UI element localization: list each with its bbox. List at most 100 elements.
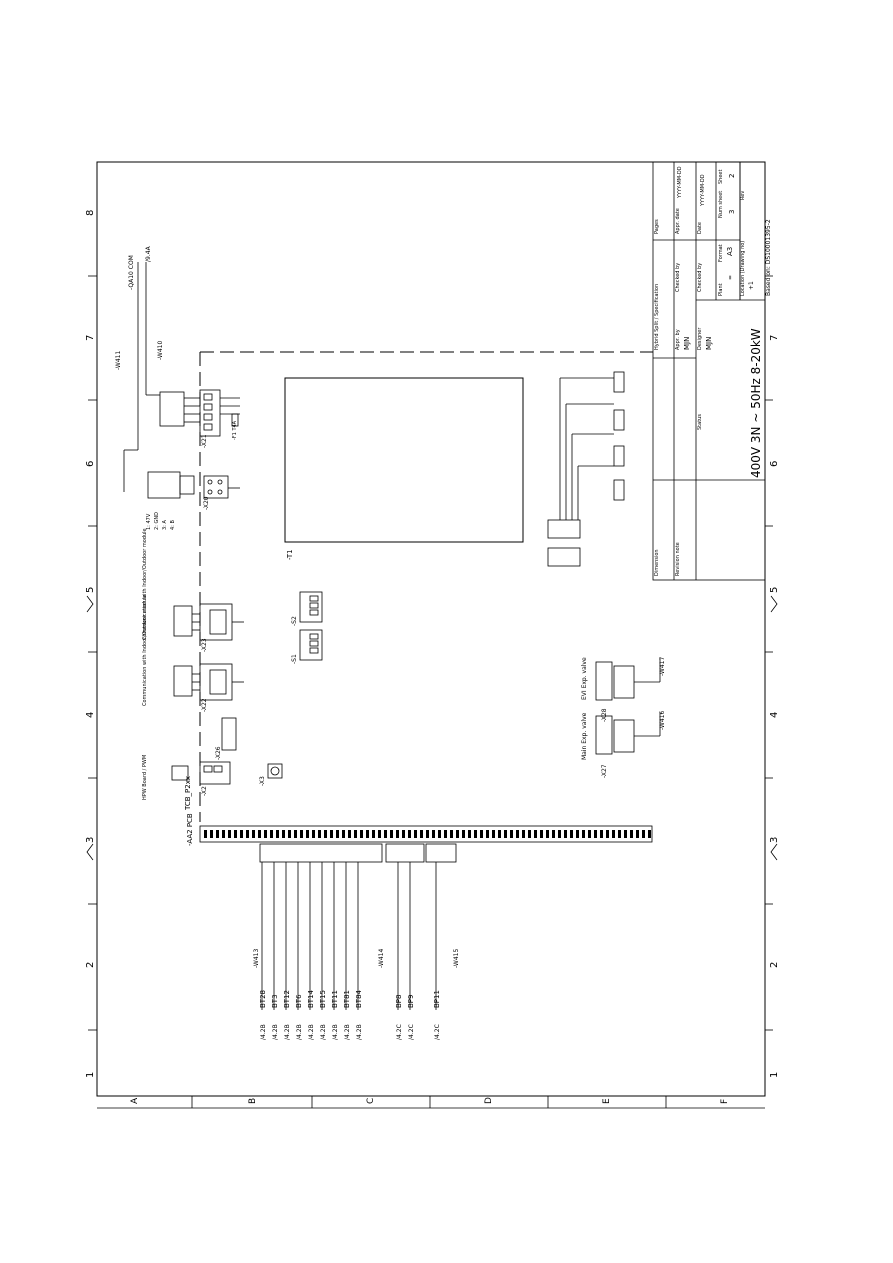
sheet-title: 400V 3N ~ 50Hz 8-20kW bbox=[749, 328, 763, 478]
num-sheets-label: Num sheet bbox=[718, 191, 724, 218]
connector-x23 bbox=[173, 603, 244, 641]
connector-x26 bbox=[221, 717, 237, 751]
supply-1: 1: 47V bbox=[146, 513, 152, 530]
x28-label: -X28 bbox=[601, 708, 608, 722]
col-7-r: 7 bbox=[769, 335, 780, 341]
supply-4: 4: B bbox=[170, 520, 176, 530]
sensor-ref: /4.2B bbox=[344, 1024, 351, 1040]
terminal-pin bbox=[396, 830, 399, 838]
status-label: Status bbox=[697, 414, 703, 430]
terminal-pin bbox=[204, 830, 207, 838]
sensor-ref: /4.2B bbox=[332, 1024, 339, 1040]
connector-x2 bbox=[171, 761, 231, 785]
terminal-pin bbox=[264, 830, 267, 838]
sensor-bt15: BT15 bbox=[319, 990, 327, 1008]
terminal-pin bbox=[516, 830, 519, 838]
terminal-pin bbox=[504, 830, 507, 838]
terminal-pin bbox=[576, 830, 579, 838]
appr-date-label: Appr. date bbox=[675, 208, 681, 234]
terminal-pin bbox=[252, 830, 255, 838]
checked-label: Checked by bbox=[675, 263, 681, 292]
plant-label: Plant bbox=[718, 283, 724, 296]
pcb-boundary bbox=[199, 351, 653, 822]
sensor-ref: /4.2B bbox=[284, 1024, 291, 1040]
x3-label: -X3 bbox=[259, 776, 266, 786]
terminal-pin bbox=[594, 830, 597, 838]
terminal-pin bbox=[312, 830, 315, 838]
num-sheets: 3 bbox=[728, 210, 736, 214]
terminal-pin bbox=[234, 830, 237, 838]
sheet-frame bbox=[96, 161, 766, 1097]
s1-label: -S1 bbox=[291, 654, 298, 664]
connector-x21 bbox=[159, 389, 240, 437]
row-A: A bbox=[130, 1097, 140, 1104]
connector-x22 bbox=[173, 663, 244, 701]
terminal-pin bbox=[366, 830, 369, 838]
sensor-ref: /4.2C bbox=[434, 1024, 441, 1040]
terminal-pin bbox=[588, 830, 591, 838]
terminal-pin bbox=[288, 830, 291, 838]
plant-value: = bbox=[727, 275, 734, 280]
sensor-ref: /4.2C bbox=[408, 1024, 415, 1040]
sensor-ref: /4.2B bbox=[320, 1024, 327, 1040]
terminal-pin bbox=[498, 830, 501, 838]
qa10-label: -QA10 COM bbox=[128, 255, 135, 290]
transformer-label: -T1 bbox=[286, 549, 294, 560]
terminal-pin bbox=[342, 830, 345, 838]
terminal-pin bbox=[534, 830, 537, 838]
terminal-pins bbox=[204, 830, 651, 838]
terminal-pin bbox=[486, 830, 489, 838]
terminal-pin bbox=[348, 830, 351, 838]
cable-w410-w411 bbox=[123, 262, 160, 492]
terminal-pin bbox=[438, 830, 441, 838]
tcb-label: TCB_P2xx bbox=[184, 776, 192, 811]
sensor-labels: BT28/4.2BBT3/4.2BBT12/4.2BBT6/4.2BBT14/4… bbox=[259, 989, 441, 1040]
terminal-pin bbox=[258, 830, 261, 838]
sensor-bp11: BP11 bbox=[433, 990, 441, 1008]
terminal-pin bbox=[336, 830, 339, 838]
col-2-r: 2 bbox=[769, 962, 780, 968]
row-C: C bbox=[366, 1098, 376, 1104]
x21-label: -X21 bbox=[201, 434, 208, 448]
evi-exp-valve bbox=[595, 658, 661, 701]
terminal-pin bbox=[408, 830, 411, 838]
col-1: 1 bbox=[85, 1072, 96, 1078]
sensor-ref: /4.2C bbox=[396, 1024, 403, 1040]
terminal-pin bbox=[318, 830, 321, 838]
terminal-pin bbox=[642, 830, 645, 838]
transformer-t1-block bbox=[284, 377, 524, 543]
terminal-pin bbox=[444, 830, 447, 838]
terminal-pin bbox=[282, 830, 285, 838]
terminal-pin bbox=[522, 830, 525, 838]
col-2: 2 bbox=[85, 962, 96, 968]
terminal-pin bbox=[276, 830, 279, 838]
sensor-bp8: BP8 bbox=[395, 995, 403, 1008]
x27-label: -X27 bbox=[601, 764, 608, 778]
col-8: 8 bbox=[85, 210, 96, 216]
format-value: A3 bbox=[726, 247, 734, 256]
ref-9a: /9.4A bbox=[145, 245, 152, 262]
dip-switch-s2 bbox=[299, 591, 323, 623]
pages-label: Pages bbox=[654, 219, 660, 234]
sensor-bp9: BP9 bbox=[407, 995, 415, 1008]
terminal-pin bbox=[456, 830, 459, 838]
terminal-pin bbox=[228, 830, 231, 838]
terminal-pin bbox=[294, 830, 297, 838]
sensor-bt6: BT6 bbox=[295, 994, 303, 1008]
evi-valve-label: EVI Exp. valve bbox=[581, 657, 588, 700]
x22-label: -X22 bbox=[201, 698, 208, 712]
project-label: Hybrid Split / Specification bbox=[654, 284, 660, 350]
rev-label: Rev bbox=[740, 191, 746, 200]
terminal-pin bbox=[462, 830, 465, 838]
terminal-pin bbox=[306, 830, 309, 838]
terminal-pin bbox=[372, 830, 375, 838]
appr-date: YYYY-MM-DD bbox=[677, 166, 683, 199]
cable-w414: -W414 bbox=[378, 949, 385, 968]
pcb-label: -AA2 PCB bbox=[186, 813, 194, 846]
cable-w417: -W417 bbox=[659, 657, 666, 676]
terminal-pin bbox=[636, 830, 639, 838]
terminal-pin bbox=[510, 830, 513, 838]
comm1-label: Communication with Indoor/Outdoor module bbox=[142, 528, 148, 640]
designer: MJN bbox=[705, 337, 713, 350]
